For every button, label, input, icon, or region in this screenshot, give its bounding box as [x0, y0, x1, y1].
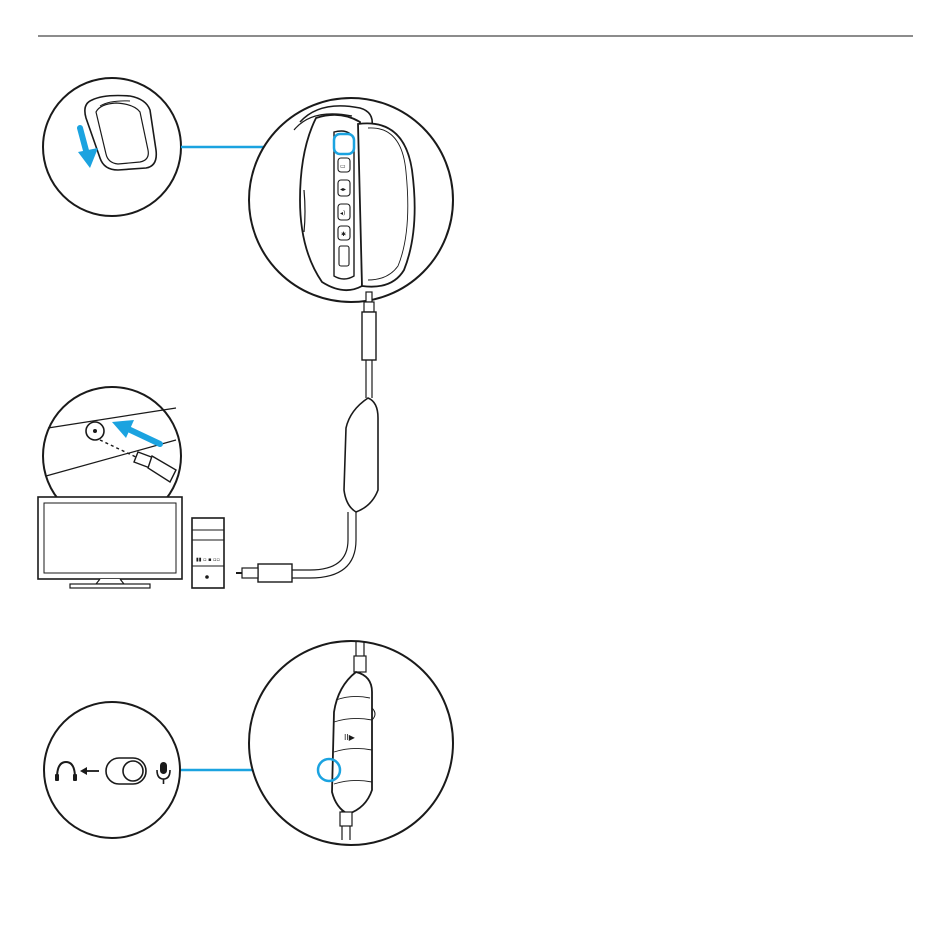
svg-text:▭: ▭	[340, 163, 346, 170]
svg-text:◂): ◂)	[340, 210, 345, 217]
play-pause-label: II▶	[344, 733, 356, 742]
toggle-switch-icon	[106, 758, 146, 784]
earcup-detail: ▭ ◂▸ ◂) ✱	[249, 98, 453, 302]
mute-switch-callout	[44, 702, 180, 838]
svg-text:◂▸: ◂▸	[340, 186, 346, 193]
svg-text:▮▮ ▫ ▪ ▫▫: ▮▮ ▫ ▪ ▫▫	[196, 557, 220, 563]
cover-callout	[43, 78, 181, 216]
remote-detail: II▶	[249, 641, 453, 845]
svg-text:✱: ✱	[341, 231, 346, 238]
headset-cable	[236, 292, 378, 582]
desktop-computer: ▮▮ ▫ ▪ ▫▫	[38, 497, 224, 588]
